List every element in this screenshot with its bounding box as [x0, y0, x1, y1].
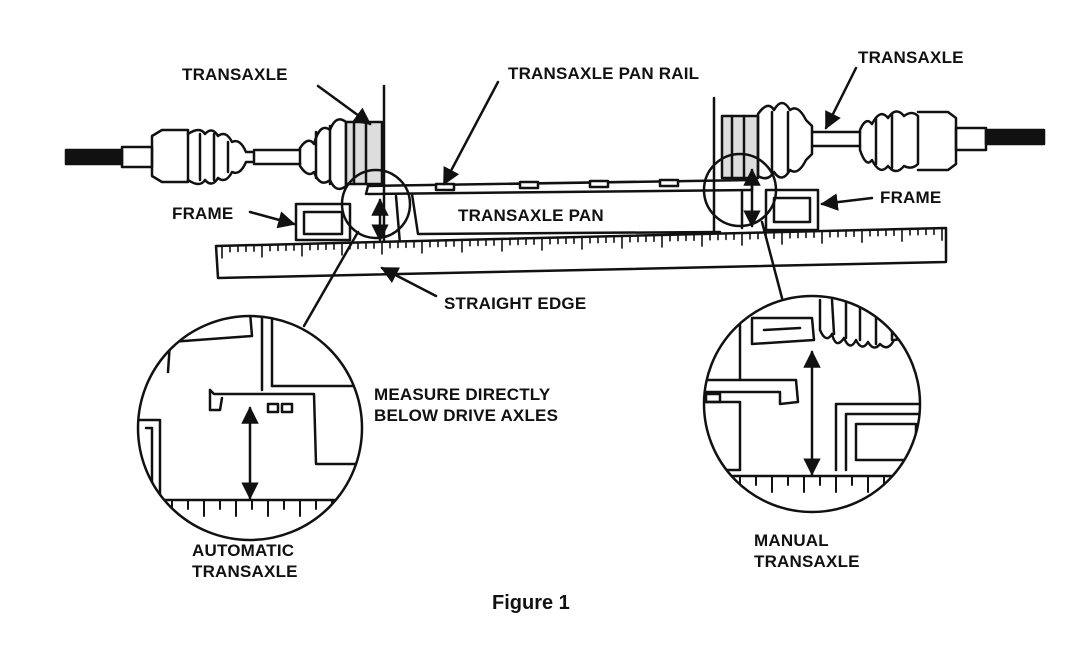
- zoom-circle-manual: [702, 294, 922, 514]
- label-transaxle-left: TRANSAXLE: [182, 65, 288, 84]
- label-frame-right: FRAME: [880, 188, 942, 207]
- frame-left: [294, 202, 352, 242]
- label-manual-line2: TRANSAXLE: [754, 552, 860, 571]
- label-automatic-line2: TRANSAXLE: [192, 562, 298, 581]
- label-measure-line1: MEASURE DIRECTLY: [374, 385, 551, 404]
- label-frame-left: FRAME: [172, 204, 234, 223]
- straight-edge-ruler: [214, 226, 948, 280]
- label-transaxle-right: TRANSAXLE: [858, 48, 964, 67]
- label-transaxle-pan-rail: TRANSAXLE PAN RAIL: [508, 64, 700, 83]
- label-manual-line1: MANUAL: [754, 531, 829, 550]
- label-automatic-transaxle: AUTOMATIC TRANSAXLE: [192, 540, 298, 582]
- label-straight-edge: STRAIGHT EDGE: [444, 294, 587, 313]
- left-drive-axle: [64, 118, 384, 191]
- right-drive-axle: [720, 101, 1046, 180]
- label-automatic-line1: AUTOMATIC: [192, 541, 295, 560]
- label-manual-transaxle: MANUAL TRANSAXLE: [754, 530, 860, 572]
- figure-caption: Figure 1: [492, 592, 570, 614]
- label-measure-line2: BELOW DRIVE AXLES: [374, 406, 559, 425]
- label-transaxle-pan: TRANSAXLE PAN: [458, 206, 604, 225]
- zoom-circle-automatic: [136, 314, 364, 542]
- label-measure: MEASURE DIRECTLY BELOW DRIVE AXLES: [374, 384, 558, 426]
- frame-right: [764, 188, 820, 232]
